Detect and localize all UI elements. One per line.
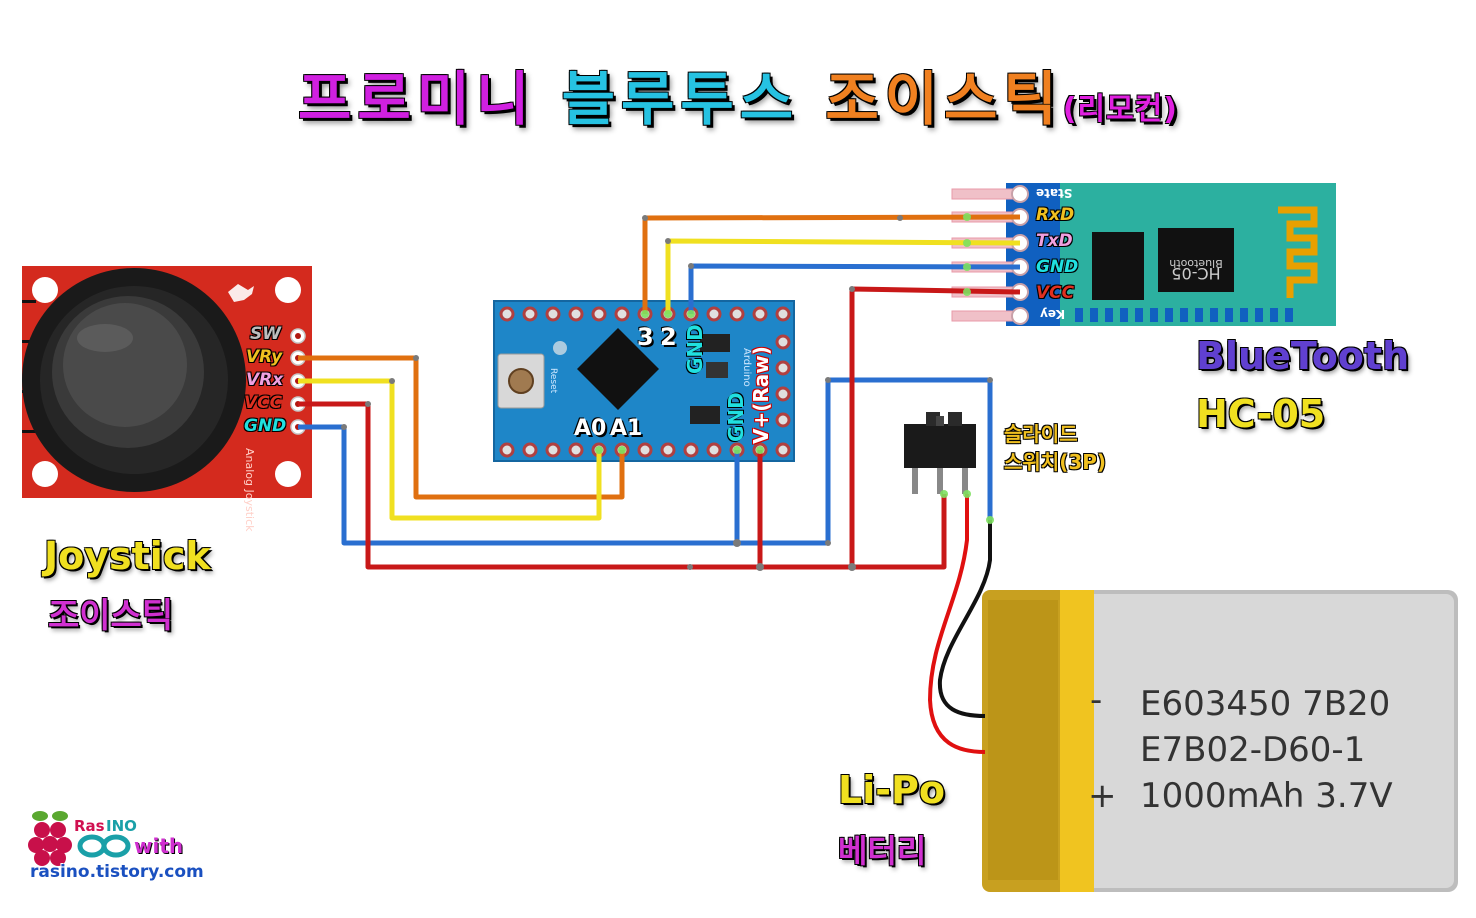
- diagram-title: 프로미니 블루투스 조이스틱(리모컨): [0, 52, 1476, 136]
- joystick-label-ko: 조이스틱: [48, 596, 174, 636]
- switch-label-2: 스위치(3P): [1004, 450, 1107, 474]
- joystick-pin-sw: SW: [250, 324, 281, 344]
- logo-ino: INO: [106, 817, 137, 835]
- slide-switch: [904, 412, 976, 494]
- joystick-pin-vcc: VCC: [244, 393, 283, 413]
- joystick-pin-vry: VRy: [246, 347, 283, 367]
- joystick-label: Joystick: [44, 534, 211, 578]
- logo-ras: Ras: [74, 817, 105, 835]
- bluetooth-label: BlueTooth: [1196, 334, 1410, 378]
- battery-label: Li-Po: [838, 768, 945, 812]
- bt-chip-text1: Bluetooth: [1169, 257, 1222, 270]
- battery-minus: -: [1090, 680, 1103, 720]
- bt-pin-rxd: RxD: [1036, 205, 1075, 225]
- battery-text-line2: E7B02-D60-1: [1140, 730, 1366, 770]
- bluetooth-model-label: HC-05: [1196, 392, 1326, 436]
- pro-mini-board: Reset Arduino: [493, 300, 795, 462]
- bt-pin-vcc: VCC: [1036, 283, 1075, 303]
- bt-chip-text2: HC-05: [1171, 264, 1220, 283]
- pin-label-a1: A1: [610, 416, 643, 441]
- battery-plus: +: [1088, 776, 1117, 816]
- title-suffix: (리모컨): [1062, 92, 1178, 127]
- pin-label-gnd-bottom: GND: [724, 392, 748, 442]
- title-part1: 프로미니: [298, 65, 536, 133]
- switch-label-1: 슬라이드: [1004, 422, 1078, 446]
- pin-label-vraw: V+(Raw): [749, 346, 773, 444]
- pin-label-d3: 3: [637, 323, 654, 351]
- bt-pin-gnd: GND: [1036, 257, 1079, 277]
- joystick-module: Analog Joystick: [22, 266, 312, 532]
- bt-pin-key: Key: [1040, 307, 1066, 321]
- wires: [298, 213, 1021, 754]
- title-part3: 조이스틱: [825, 65, 1063, 133]
- joystick-board-text: Analog Joystick: [243, 448, 256, 532]
- battery-label-ko: 베터리: [838, 832, 927, 870]
- arduino-text: Arduino: [741, 348, 752, 387]
- joystick-pin-vrx: VRx: [246, 370, 284, 390]
- bt-pin-state: State: [1036, 186, 1073, 200]
- pin-label-a0: A0: [574, 416, 607, 441]
- reset-label: Reset: [548, 368, 558, 394]
- logo-with: with: [134, 834, 184, 858]
- logo-site: rasino.tistory.com: [30, 862, 204, 882]
- title-part2: 블루투스: [561, 65, 800, 133]
- pin-label-d2: 2: [660, 323, 677, 351]
- bt-pin-txd: TxD: [1036, 231, 1073, 251]
- hc05-module: Bluetooth HC-05: [951, 183, 1336, 326]
- joystick-pin-gnd: GND: [244, 416, 287, 436]
- battery-text-line3: 1000mAh 3.7V: [1140, 776, 1393, 816]
- pin-label-gnd-top: GND: [683, 324, 707, 374]
- lipo-battery: [982, 590, 1458, 892]
- battery-text-line1: E603450 7B20: [1140, 684, 1391, 724]
- rasino-logo: [28, 811, 131, 866]
